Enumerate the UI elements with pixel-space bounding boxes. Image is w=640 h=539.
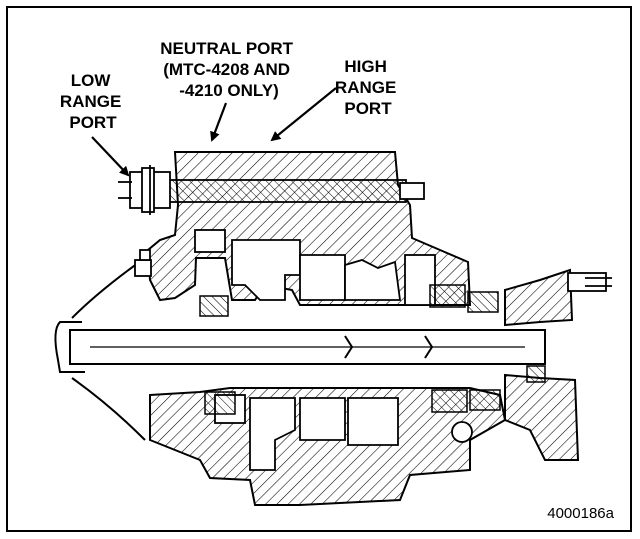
high-range-leader-arrow [270,87,337,142]
neutral-port-label: NEUTRAL PORT (MTC-4208 AND -4210 ONLY) [160,39,298,100]
neutral-line-3: -4210 ONLY) [179,81,279,100]
upper-cavities [194,229,436,306]
main-shaft [54,257,546,441]
low-range-port-label: LOW RANGE PORT [60,71,126,132]
bearings-upper [199,284,499,317]
neutral-line-2: (MTC-4208 AND [163,60,290,79]
high-range-line-1: HIGH [344,57,387,76]
neutral-leader-arrow [210,102,228,142]
high-range-line-2: RANGE [335,78,396,97]
mounting-tab [134,249,152,277]
low-range-line-3: PORT [69,113,117,132]
bearings-lower [204,365,546,415]
low-range-leader-arrow [91,136,130,177]
flange-bolt [567,272,612,292]
neutral-line-1: NEUTRAL PORT [160,39,293,58]
high-range-port-label: HIGH RANGE PORT [335,57,401,118]
shift-rail [118,165,425,215]
low-range-line-1: LOW [71,71,112,90]
high-range-line-3: PORT [344,99,392,118]
figure-number: 4000186a [547,505,614,522]
output-flange [504,268,580,461]
low-range-line-2: RANGE [60,92,121,111]
